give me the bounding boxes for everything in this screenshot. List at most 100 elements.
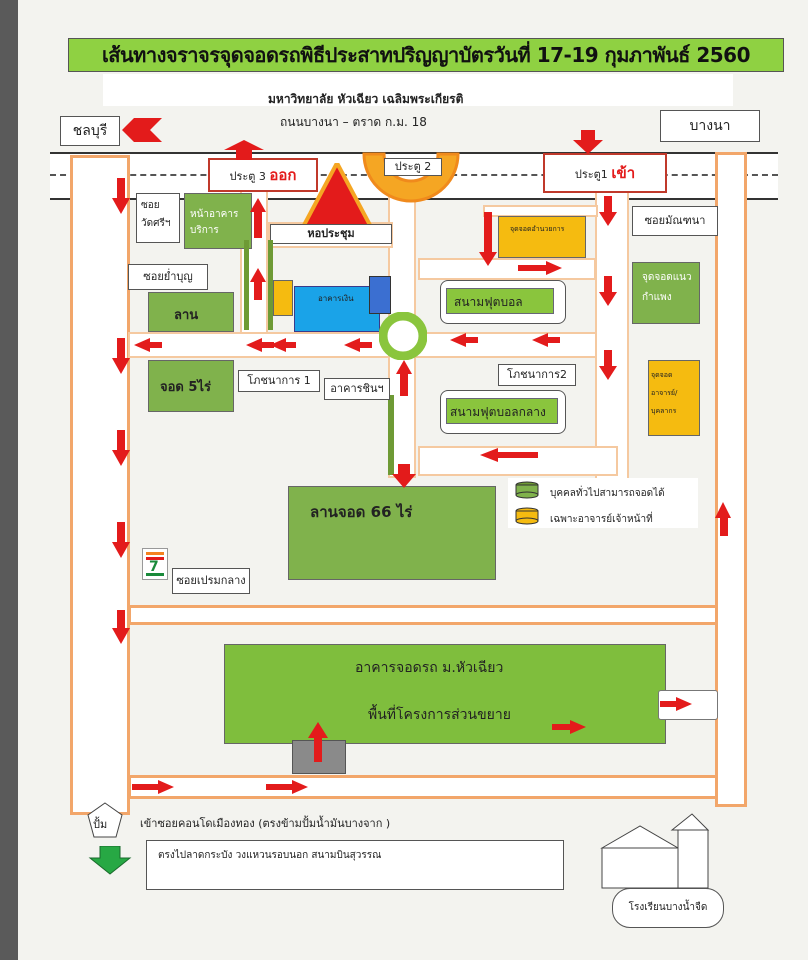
arrow-up-icon [250,198,266,238]
arrow-down-icon [112,338,130,374]
arrow-up-icon [396,360,412,396]
green-strip-2 [268,240,273,330]
roundabout-icon [379,312,427,360]
building-chin-label: อาคารชินฯ [324,378,390,400]
service-front-label: หน้าอาคาร บริการ [190,209,239,236]
kosana2-label: โภชนาการ2 [498,364,576,386]
arrow-left-icon [134,338,162,352]
park-wall-area [632,262,700,324]
arrow-down-icon [599,276,617,306]
kosana1-label: โภชนาการ 1 [238,370,320,392]
gate2-label: ประตู 2 [384,158,442,176]
building-inside-label: อาคารเงิน [318,294,354,303]
park-service-label: จุดจอดอำนวยการ [510,225,565,233]
auditorium-label: หอประชุม [270,224,392,244]
legend-general-label: บุคคลทั่วไปสามารถจอดได้ [550,488,665,499]
soi-wat-sri: ซอย วัดศรีฯ [136,193,180,243]
right-road [715,152,747,807]
gate3-prefix: ประตู 3 [229,170,266,183]
direction-arrow-icon [122,118,162,142]
football-mid-field [446,398,558,424]
inner-road-vertical [128,605,718,625]
arrow-left-icon [450,333,478,347]
arrow-left-icon [480,448,538,462]
gate3-box: ประตู 3 ออก [208,158,318,192]
park-staff-area [648,360,700,436]
legend-staff-label: เฉพาะอาจารย์เจ้าหน้าที่ [550,514,653,525]
soi-montana: ซอยมัณฑนา [632,206,718,236]
road-name: ถนนบางนา – ตราด ก.ม. 18 [280,115,427,129]
soi-yam-boon: ซอยย่ำบุญ [128,264,208,290]
parking-building-line2: พื้นที่โครงการส่วนขยาย [368,707,511,723]
bottom-road [128,775,718,799]
park-5rai-label: จอด 5ไร่ [160,380,211,395]
football-field [446,288,554,314]
arrow-left-icon [344,338,372,352]
enter-condo-text: เข้าซอยคอนโดเมืองทอง (ตรงข้ามปั้มน้ำมันบ… [140,817,391,830]
gate1-box: ประตู1 เข้า [543,153,667,193]
arrow-right-icon [266,780,308,794]
seven-eleven-icon: 7 [142,548,168,580]
legend-box [508,478,698,528]
arrow-up-icon [308,722,328,762]
arrow-up-icon [715,502,731,536]
legend-general-icon [515,481,539,499]
route-box [146,840,564,890]
park-wall-label: จุดจอดแนว กำแพง [642,272,692,303]
gas-arrow-down-icon [88,846,132,875]
subtitle-box [103,74,733,106]
lane-lower [418,446,618,476]
lan-label: ลาน [174,308,199,323]
building-yellow [273,280,293,316]
lane-green-strip [388,395,394,475]
football-mid-label: สนามฟุตบอลกลาง [450,405,546,419]
gate1-arrow-down-icon [573,130,603,154]
traffic-arrows [112,178,731,794]
arrow-down-icon [112,430,130,466]
gate1-action: เข้า [611,164,636,182]
arrow-left-icon [532,333,560,347]
arrow-down-icon [112,610,130,644]
arrow-up-icon [250,268,266,300]
parking-building-line1: อาคารจอดรถ ม.หัวเฉียว [355,660,504,676]
soi-prem-klang: ซอยเปรมกลาง [172,568,250,594]
arrow-left-icon [246,338,274,352]
arrow-right-icon [660,697,692,711]
park-staff-label: จุดจอด อาจารย์/ บุคลากร [651,371,678,415]
arrow-right-icon [518,261,562,275]
park-5rai-area [148,360,234,412]
parking-building [224,644,666,744]
university-name: มหาวิทยาลัย หัวเฉียว เฉลิมพระเกียรติ [268,92,464,106]
arrow-down-icon [479,212,497,266]
map-title: เส้นทางจราจรจุดจอดรถพิธีประสาทปริญญาบัตร… [68,38,784,72]
arrow-down-icon [112,178,130,214]
gate1-prefix: ประตู1 [574,168,608,181]
building-blue [294,286,380,332]
left-road [70,155,130,815]
gate2-arch [362,152,460,203]
school-label: โรงเรียนบางน้ำจืด [612,888,724,928]
arrow-right-icon [552,720,586,734]
lane-right-vertical [595,190,629,480]
lan-area [148,292,234,332]
gate3-action: ออก [269,166,297,184]
direction-chonburi: ชลบุรี [60,116,120,146]
arrow-down-icon [599,196,617,226]
arrow-down-icon [599,350,617,380]
legend-staff-icon [515,507,539,525]
arrow-right-icon [132,780,174,794]
building-blue-small [369,276,391,314]
direction-bangna: บางนา [660,110,760,142]
service-front-area [184,193,252,249]
green-strip-1 [244,240,249,330]
arrow-left-icon [270,338,296,352]
park-service-area [498,216,586,258]
arrow-down-icon [112,522,130,558]
school-icon [600,813,710,889]
football-label: สนามฟุตบอล [454,295,523,309]
map-page: เส้นทางจราจรจุดจอดรถพิธีประสาทปริญญาบัตร… [18,0,808,960]
gate3-arrow-up-icon [224,140,264,160]
arrow-down-icon [392,464,416,488]
gas-station-label: ปั้ม [93,818,108,831]
route-text: ตรงไปลาดกระบัง วงแหวนรอบนอก สนามบินสุวรร… [158,850,382,861]
